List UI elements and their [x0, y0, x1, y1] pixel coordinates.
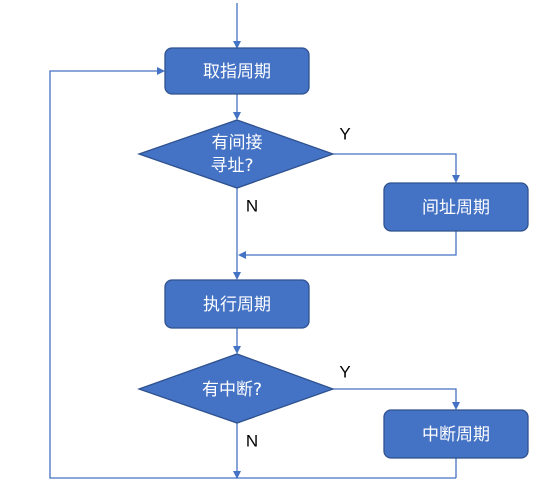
interrupt-cycle-label: 中断周期: [422, 425, 490, 445]
interrupt-decision-node: 有中断?: [137, 353, 335, 424]
fetch-to-indirect-decision-arrowhead: [233, 112, 241, 120]
interrupt-yes-label: Y: [339, 362, 350, 381]
indirect-no-label: N: [246, 196, 258, 215]
indirect-addressing-label-line-1: 有间接: [212, 133, 263, 153]
indirect-cycle-return-connector: [245, 231, 457, 256]
indirect-cycle-box: [383, 182, 529, 232]
entry-arrowhead: [233, 41, 241, 49]
execute-cycle-label: 执行周期: [203, 295, 271, 315]
indirect-addressing-diamond: [137, 119, 335, 189]
interrupt-no-label: N: [246, 431, 258, 450]
indirect-no-arrowhead: [233, 272, 241, 280]
loop-back-connector: [49, 70, 456, 479]
indirect-cycle-label: 间址周期: [422, 198, 490, 218]
loop-back-arrowhead: [157, 67, 165, 75]
interrupt-no-arrowhead: [233, 471, 241, 479]
fetch-cycle-node: 取指周期: [164, 47, 310, 95]
interrupt-diamond: [137, 353, 335, 424]
indirect-addressing-decision-node: 有间接 寻址?: [137, 119, 335, 189]
fetch-cycle-label: 取指周期: [203, 62, 271, 82]
indirect-cycle-node: 间址周期: [383, 182, 529, 232]
indirect-yes-arrowhead: [452, 175, 460, 183]
indirect-addressing-label-line-2: 寻址?: [210, 156, 253, 176]
execute-cycle-node: 执行周期: [164, 279, 310, 329]
interrupt-yes-arrowhead: [452, 402, 460, 410]
fetch-cycle-box: [164, 47, 310, 95]
interrupt-cycle-node: 中断周期: [383, 409, 529, 459]
indirect-yes-connector: [333, 153, 457, 176]
interrupt-decision-label: 有中断?: [202, 380, 262, 400]
indirect-cycle-return-arrowhead: [238, 251, 246, 259]
indirect-yes-label: Y: [339, 124, 350, 143]
interrupt-yes-connector: [333, 388, 457, 403]
interrupt-cycle-box: [383, 409, 529, 459]
execute-cycle-box: [164, 279, 310, 329]
execute-to-interrupt-decision-arrowhead: [233, 346, 241, 354]
